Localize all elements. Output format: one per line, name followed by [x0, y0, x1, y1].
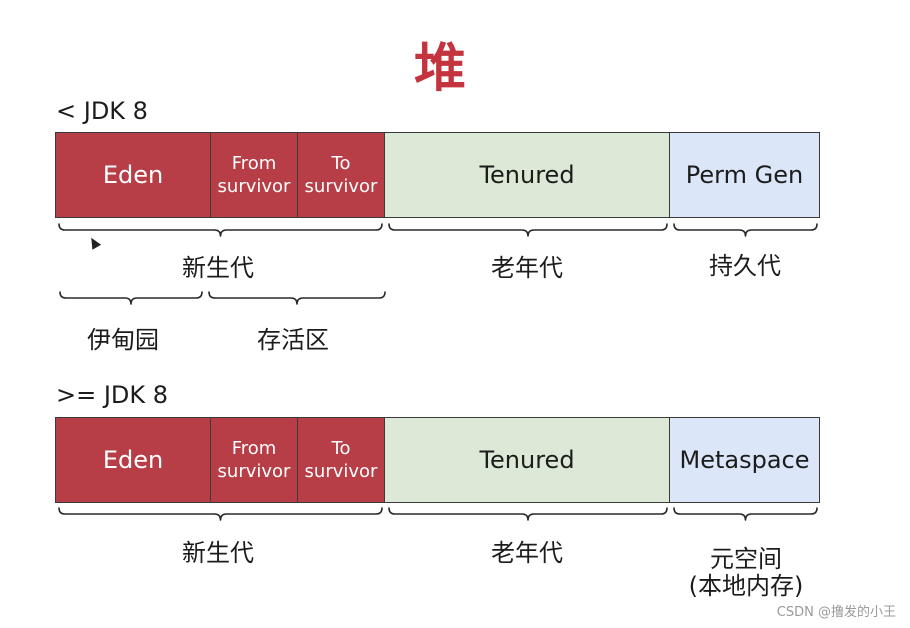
tenured-label: Tenured [479, 446, 575, 474]
to-survivor-label: To survivor [304, 438, 378, 482]
from-survivor-segment: From survivor [210, 132, 298, 218]
to-survivor-label: To survivor [304, 153, 378, 197]
metaspace-label: Metaspace [679, 446, 810, 474]
from-survivor-label: From survivor [217, 438, 291, 482]
eden-label: Eden [102, 161, 164, 189]
section-label-after-jdk8: >= JDK 8 [56, 381, 169, 409]
young-generation-label: 新生代 [182, 539, 254, 567]
metaspace-bracket [673, 507, 818, 521]
eden-space-bracket [59, 291, 203, 305]
permanent-generation-label: 持久代 [709, 252, 781, 280]
young-generation-bracket [58, 507, 383, 521]
young-generation-label: 新生代 [182, 254, 254, 282]
to-survivor-segment: To survivor [297, 132, 385, 218]
old-generation-label: 老年代 [491, 254, 563, 282]
old-generation-label: 老年代 [491, 539, 563, 567]
metaspace-native-memory-label: 元空间 (本地内存) [688, 545, 804, 600]
eden-segment: Eden [55, 132, 211, 218]
survivor-space-label: 存活区 [257, 326, 329, 354]
perm-gen-label: Perm Gen [685, 161, 804, 189]
survivor-space-bracket [208, 291, 386, 305]
heap-bar-after-jdk8: Eden From survivor To survivor Tenured M… [55, 417, 820, 503]
mouse-cursor-icon [86, 235, 102, 250]
watermark: CSDN @撸发的小王 [776, 605, 896, 620]
eden-space-label: 伊甸园 [87, 326, 159, 354]
permanent-generation-bracket [673, 223, 818, 237]
tenured-label: Tenured [479, 161, 575, 189]
perm-gen-segment: Perm Gen [669, 132, 820, 218]
heap-bar-before-jdk8: Eden From survivor To survivor Tenured P… [55, 132, 820, 218]
from-survivor-segment: From survivor [210, 417, 298, 503]
eden-label: Eden [102, 446, 164, 474]
young-generation-bracket [58, 223, 383, 237]
tenured-segment: Tenured [384, 417, 670, 503]
section-label-before-jdk8: < JDK 8 [56, 97, 148, 125]
from-survivor-label: From survivor [217, 153, 291, 197]
to-survivor-segment: To survivor [297, 417, 385, 503]
heap-title: 堆 [413, 39, 466, 99]
old-generation-bracket [388, 223, 668, 237]
eden-segment: Eden [55, 417, 211, 503]
old-generation-bracket [388, 507, 668, 521]
tenured-segment: Tenured [384, 132, 670, 218]
metaspace-segment: Metaspace [669, 417, 820, 503]
